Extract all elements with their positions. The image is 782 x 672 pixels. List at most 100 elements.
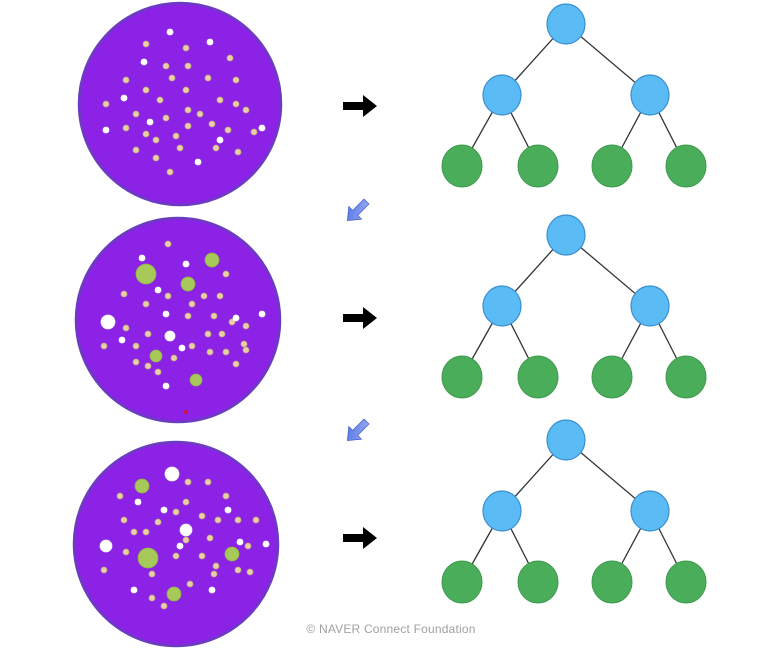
sample-dot [142,86,150,94]
sample-dot-white [262,540,270,548]
sample-dot [142,528,150,536]
right-arrow-icon [343,95,377,117]
sample-dot [226,54,234,62]
weighted-sample-dot [149,349,163,363]
decision-trees [441,3,707,604]
root-node [546,419,586,461]
diagonal-arrow-shape [346,198,370,222]
leaf-node [665,355,707,399]
right-arrow-icon [343,307,377,329]
sample-dot [142,300,150,308]
sample-dot [182,536,190,544]
sample-dot [144,330,152,338]
sample-dot [234,148,242,156]
sample-dot [234,516,242,524]
weighted-sample-dot [189,373,203,387]
sample-dot-white [120,94,128,102]
weighted-sample-dot [100,314,116,330]
leaf-node [591,560,633,604]
sample-dot [210,312,218,320]
sample-dot [198,512,206,520]
internal-node [482,490,522,532]
sample-dot [184,106,192,114]
tree-1 [441,3,707,188]
sample-dot [210,570,218,578]
sample-dot-white [208,586,216,594]
sample-dot [250,128,258,136]
leaf-node [591,144,633,188]
sample-dot-white [258,310,266,318]
sample-dot [148,570,156,578]
sample-dot [244,542,252,550]
sample-dot [142,130,150,138]
sample-dot-white [146,118,154,126]
sample-dot [182,86,190,94]
internal-node [630,490,670,532]
sample-dot [172,552,180,560]
sample-dot [160,602,168,610]
weighted-sample-dot [99,539,113,553]
leaf-node [665,560,707,604]
red-marker [184,410,188,414]
weighted-sample-dot [224,546,240,562]
sample-dot [184,122,192,130]
sample-dot [232,76,240,84]
sample-dot [206,534,214,542]
sample-dot [152,154,160,162]
sample-dot-white [130,586,138,594]
tree-2 [441,214,707,399]
sample-dot-white [154,286,162,294]
arrows [343,95,377,549]
internal-node [630,285,670,327]
diagonal-arrow-icon [346,198,370,222]
sample-dot [208,120,216,128]
sample-dot [216,96,224,104]
sample-dot [198,552,206,560]
sample-dot [184,478,192,486]
sample-dot [216,292,224,300]
sample-dot-white [140,58,148,66]
sample-dot [222,348,230,356]
sample-dot [184,312,192,320]
sample-dot-white [162,382,170,390]
sample-dot [142,40,150,48]
sample-dot [154,368,162,376]
sample-dot-white [160,506,168,514]
sample-dot [196,110,204,118]
weighted-sample-dot [164,466,180,482]
sample-dot-white [206,38,214,46]
weighted-sample-dot [135,263,157,285]
sample-dot [120,516,128,524]
sample-dot-white [102,126,110,134]
sample-dot [242,106,250,114]
sample-dot [120,290,128,298]
sample-dot [162,114,170,122]
sample-dot-white [134,498,142,506]
sample-dot [234,566,242,574]
sample-dot [116,492,124,500]
sample-dot [172,508,180,516]
tree-3 [441,419,707,604]
plate-circle [74,216,282,424]
sample-dot [130,528,138,536]
sample-dot-white [162,310,170,318]
leaf-node [441,560,483,604]
sample-dot [242,346,250,354]
sample-dot [164,240,172,248]
copyright-text: © NAVER Connect Foundation [306,622,476,636]
sample-dot [122,548,130,556]
sample-dot [232,360,240,368]
sample-dot [100,566,108,574]
copyright-footer: © NAVER Connect Foundation [0,622,782,636]
sample-dot [240,340,248,348]
leaf-node [441,355,483,399]
sample-dot [188,300,196,308]
weighted-sample-dot [137,547,159,569]
sample-dot [222,270,230,278]
sample-dot [212,144,220,152]
leaf-node [441,144,483,188]
sample-dot [218,330,226,338]
sample-dot [222,492,230,500]
sample-dot [204,330,212,338]
sample-dot [224,126,232,134]
